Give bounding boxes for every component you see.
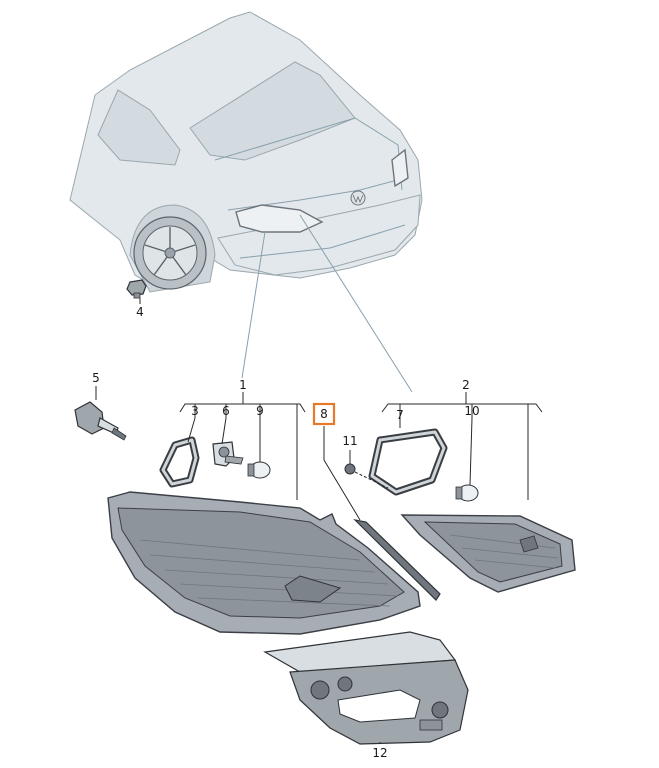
callout-11: 11 [342, 434, 357, 448]
callout-10: 10 [464, 404, 479, 418]
part-5-bulb-socket [74, 386, 127, 441]
callout-1: 1 [239, 378, 247, 392]
callout-4: 4 [136, 305, 144, 319]
car-illustration [69, 11, 423, 293]
part-11-screw [344, 450, 389, 489]
part-7-inner-gasket [368, 428, 448, 496]
bracket-1 [179, 392, 306, 500]
part-6-bulb-holder [212, 417, 244, 467]
part-2-inner-tail-lamp [400, 514, 576, 593]
part-12-carrier [263, 631, 469, 745]
callout-3: 3 [191, 404, 199, 418]
side-window [97, 89, 181, 166]
part-8-seal-strip [323, 426, 441, 601]
part-10-bulb [455, 417, 479, 502]
callout-8[interactable]: 8 [320, 407, 328, 421]
rear-window [189, 61, 356, 161]
callout-12: 12 [372, 746, 387, 760]
car-tail-lamp [235, 204, 324, 233]
part-3-gasket [159, 417, 200, 488]
callout-6: 6 [222, 404, 230, 418]
bracket-2 [381, 392, 543, 500]
callout-labels: 1 2 3 4 5 6 7 8 9 10 11 12 [92, 305, 479, 760]
callout-9: 9 [256, 404, 264, 418]
callout-7: 7 [396, 408, 404, 422]
callout-2: 2 [462, 378, 470, 392]
part-4-clip [126, 279, 147, 304]
part-1-outer-tail-lamp [107, 491, 421, 635]
callout-5: 5 [92, 371, 100, 385]
part-9-bulb [247, 418, 271, 479]
highlight-box-callout-8 [312, 402, 336, 426]
guide-lines [241, 214, 413, 393]
